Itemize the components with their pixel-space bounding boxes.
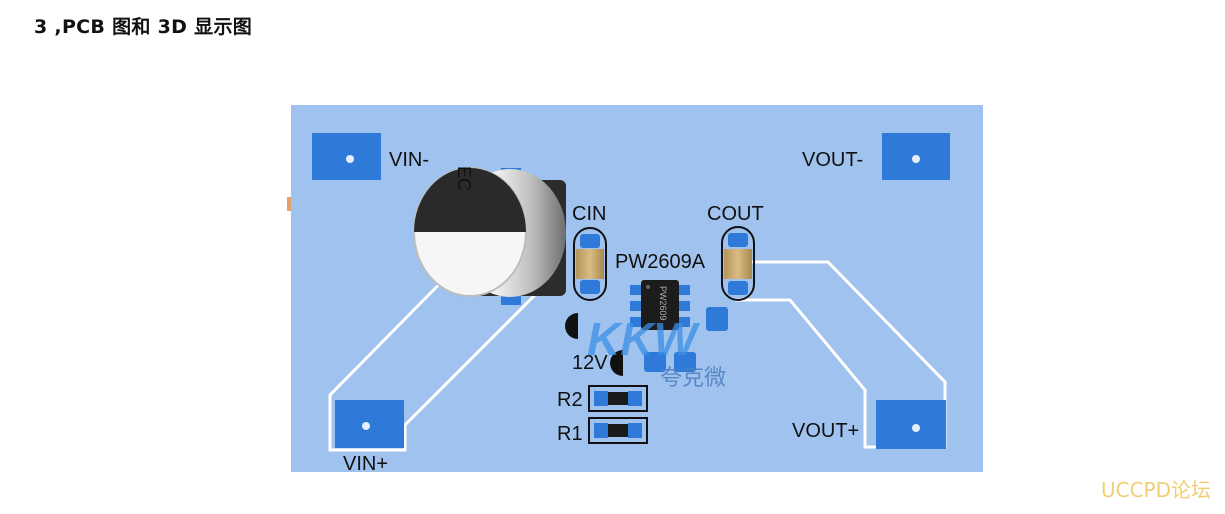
label-vin-plus: VIN+ bbox=[343, 453, 388, 475]
output-capacitor: COUT bbox=[707, 203, 764, 301]
label-r2: R2 bbox=[557, 389, 583, 411]
trace-vin bbox=[328, 253, 562, 452]
logo-letters: KKW bbox=[587, 313, 700, 365]
label-12v: 12V bbox=[572, 352, 608, 374]
label-ic: PW2609A bbox=[615, 251, 706, 273]
logo-brand: 夸克微 bbox=[660, 365, 726, 390]
label-cin: CIN bbox=[572, 203, 606, 225]
resistor-r2: R2 bbox=[557, 385, 648, 412]
label-vin-minus: VIN- bbox=[389, 149, 429, 171]
resistor-r1: R1 bbox=[557, 417, 648, 445]
pad-sw-right bbox=[706, 307, 728, 331]
terminal-pad-vin-plus bbox=[335, 400, 404, 448]
label-ec: EC bbox=[454, 166, 474, 191]
terminal-pad-vout-plus bbox=[876, 400, 946, 449]
terminal-pad-vin-minus bbox=[312, 133, 381, 180]
label-vout-plus: VOUT+ bbox=[792, 420, 859, 442]
input-capacitor: CIN bbox=[572, 203, 607, 301]
label-cout: COUT bbox=[707, 203, 764, 225]
pad-mid-right bbox=[674, 352, 696, 372]
label-vout-minus: VOUT- bbox=[802, 149, 863, 171]
label-r1: R1 bbox=[557, 423, 583, 445]
kkw-logo: KKW 夸克微 bbox=[587, 313, 726, 390]
jumper-pad-right bbox=[610, 350, 623, 376]
ic-marking: PW2609 bbox=[658, 286, 668, 321]
electrolytic-capacitor: EC bbox=[413, 166, 566, 305]
pad-mid-left bbox=[644, 352, 666, 372]
jumper-pad-left bbox=[565, 313, 578, 339]
terminal-pad-vout-minus bbox=[882, 133, 950, 180]
forum-watermark: UCCPD论坛 bbox=[1100, 478, 1211, 502]
edge-marker bbox=[287, 197, 292, 211]
page-heading: 3 ,PCB 图和 3D 显示图 bbox=[34, 16, 253, 38]
ic-pw2609a: PW2609 bbox=[630, 280, 690, 330]
